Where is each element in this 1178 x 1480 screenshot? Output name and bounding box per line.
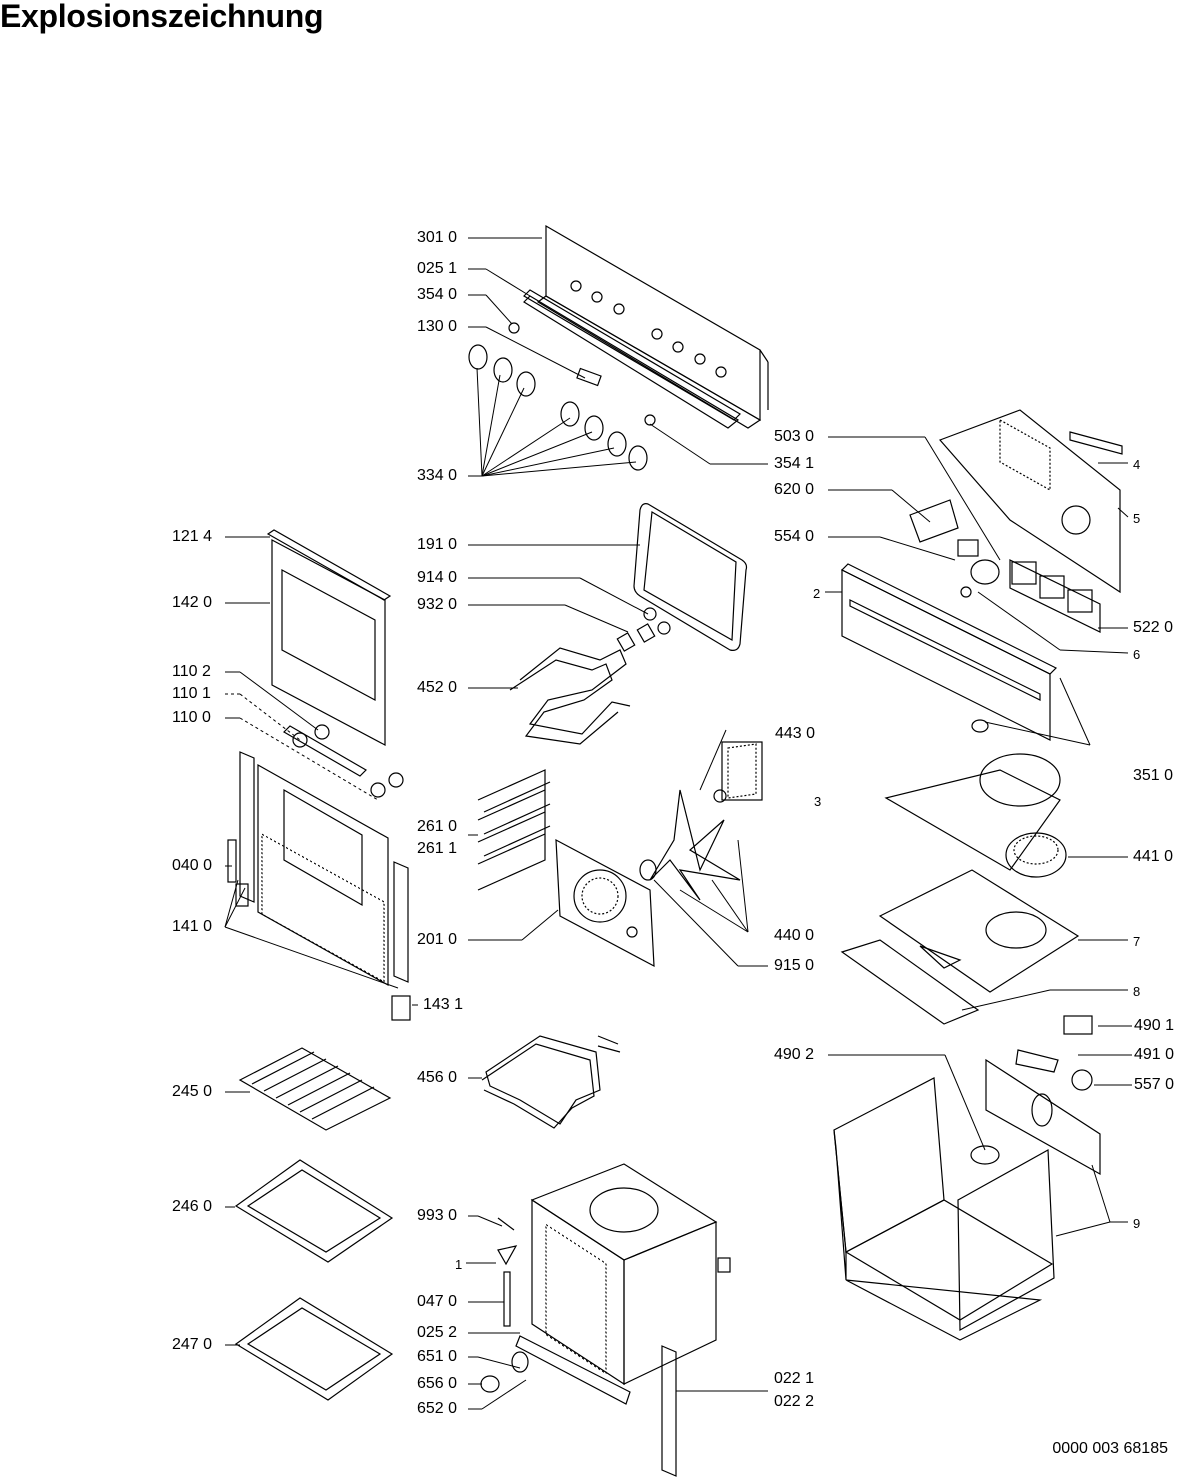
part-label-121-4: 121 4 (172, 528, 213, 545)
part-label-8: 8 (1133, 984, 1141, 999)
baffle-drawing (884, 753, 1067, 878)
part-label-301-0: 301 0 (417, 229, 458, 246)
part-label-022-1: 022 1 (774, 1370, 815, 1387)
part-label-025-1: 025 1 (417, 260, 458, 277)
part-label-130-0: 130 0 (417, 318, 458, 335)
baking-tray-drawing (234, 1159, 394, 1263)
shelf-rails-drawing (477, 769, 551, 891)
part-label-261-0: 261 0 (417, 818, 458, 835)
part-label-351-0: 351 0 (1133, 767, 1174, 784)
part-label-2: 2 (813, 586, 821, 601)
gasket-drawing (633, 503, 748, 651)
part-label-440-0: 440 0 (774, 927, 815, 944)
insulation-plates-drawing (840, 869, 1080, 1025)
part-label-443-0: 443 0 (775, 725, 816, 742)
document-number: 0000 003 68185 (1052, 1440, 1168, 1457)
fan-cover-drawing (555, 838, 655, 968)
part-label-141-0: 141 0 (172, 918, 213, 935)
part-label-201-0: 201 0 (417, 931, 458, 948)
drip-tray-drawing (234, 1297, 394, 1401)
part-label-022-2: 022 2 (774, 1393, 815, 1410)
control-panel-drawing (523, 224, 769, 429)
part-label-142-0: 142 0 (172, 594, 213, 611)
outer-door-drawing (266, 529, 404, 798)
part-label-1: 1 (455, 1257, 463, 1272)
part-label-040-0: 040 0 (172, 857, 213, 874)
knobs-drawing (468, 322, 656, 471)
part-label-993-0: 993 0 (417, 1207, 458, 1224)
part-label-143-1: 143 1 (423, 996, 464, 1013)
part-label-651-0: 651 0 (417, 1348, 458, 1365)
part-label-490-2: 490 2 (774, 1046, 815, 1063)
part-label-620-0: 620 0 (774, 481, 815, 498)
part-label-503-0: 503 0 (774, 428, 815, 445)
part-label-932-0: 932 0 (417, 596, 458, 613)
part-label-354-1: 354 1 (774, 455, 815, 472)
part-label-7: 7 (1133, 934, 1141, 949)
part-label-491-0: 491 0 (1134, 1046, 1175, 1063)
part-label-456-0: 456 0 (417, 1069, 458, 1086)
wire-shelf-drawing (238, 1047, 392, 1131)
part-label-452-0: 452 0 (417, 679, 458, 696)
grill-element-drawing (509, 607, 671, 745)
part-label-656-0: 656 0 (417, 1375, 458, 1392)
part-label-191-0: 191 0 (417, 536, 458, 553)
fan-motor-drawing (639, 741, 763, 901)
lower-element-drawing (481, 1035, 621, 1129)
part-label-110-2: 110 2 (172, 663, 211, 680)
part-label-490-1: 490 1 (1134, 1017, 1175, 1034)
part-label-354-0: 354 0 (417, 286, 458, 303)
part-label-110-0: 110 0 (172, 709, 211, 726)
oven-cavity-drawing (480, 1163, 731, 1477)
part-label-3: 3 (814, 794, 822, 809)
page-title: Explosionszeichnung (0, 0, 324, 34)
part-label-110-1: 110 1 (172, 685, 211, 702)
part-label-334-0: 334 0 (417, 467, 458, 484)
part-label-915-0: 915 0 (774, 957, 815, 974)
outer-housing-drawing (833, 1015, 1101, 1341)
top-chassis-drawing (909, 409, 1123, 633)
leader-lines (224, 237, 1132, 1410)
part-label-261-1: 261 1 (417, 840, 458, 857)
part-label-441-0: 441 0 (1133, 848, 1174, 865)
part-label-9: 9 (1133, 1216, 1141, 1231)
part-label-245-0: 245 0 (172, 1083, 213, 1100)
part-label-522-0: 522 0 (1133, 619, 1174, 636)
fascia-drawing (840, 563, 1058, 741)
part-label-246-0: 246 0 (172, 1198, 213, 1215)
part-label-557-0: 557 0 (1134, 1076, 1175, 1093)
inner-door-drawing (227, 751, 411, 1021)
part-label-247-0: 247 0 (172, 1336, 213, 1353)
part-label-652-0: 652 0 (417, 1400, 458, 1417)
part-label-047-0: 047 0 (417, 1293, 458, 1310)
part-label-025-2: 025 2 (417, 1324, 458, 1341)
part-label-914-0: 914 0 (417, 569, 458, 586)
part-label-554-0: 554 0 (774, 528, 815, 545)
part-label-6: 6 (1133, 647, 1141, 662)
part-label-5: 5 (1133, 511, 1141, 526)
part-label-4: 4 (1133, 457, 1141, 472)
